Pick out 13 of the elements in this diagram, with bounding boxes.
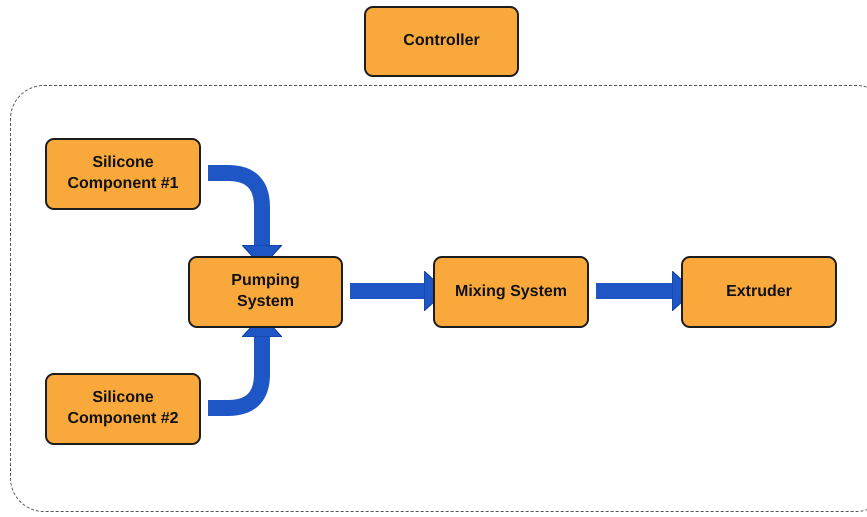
process-box <box>45 373 201 445</box>
process-box <box>364 6 519 77</box>
box-label: Controller <box>403 31 480 52</box>
box-label: Silicone Component #2 <box>66 388 180 429</box>
box-label: Mixing System <box>454 282 568 302</box>
process-box <box>45 138 201 210</box>
process-box <box>681 256 837 328</box>
process-box <box>433 256 589 328</box>
box-label: Silicone Component #1 <box>66 153 180 194</box>
system-boundary <box>10 85 867 512</box>
process-box <box>188 256 343 328</box>
box-label: Pumping System <box>230 271 301 312</box>
box-label: Extruder <box>726 282 792 302</box>
